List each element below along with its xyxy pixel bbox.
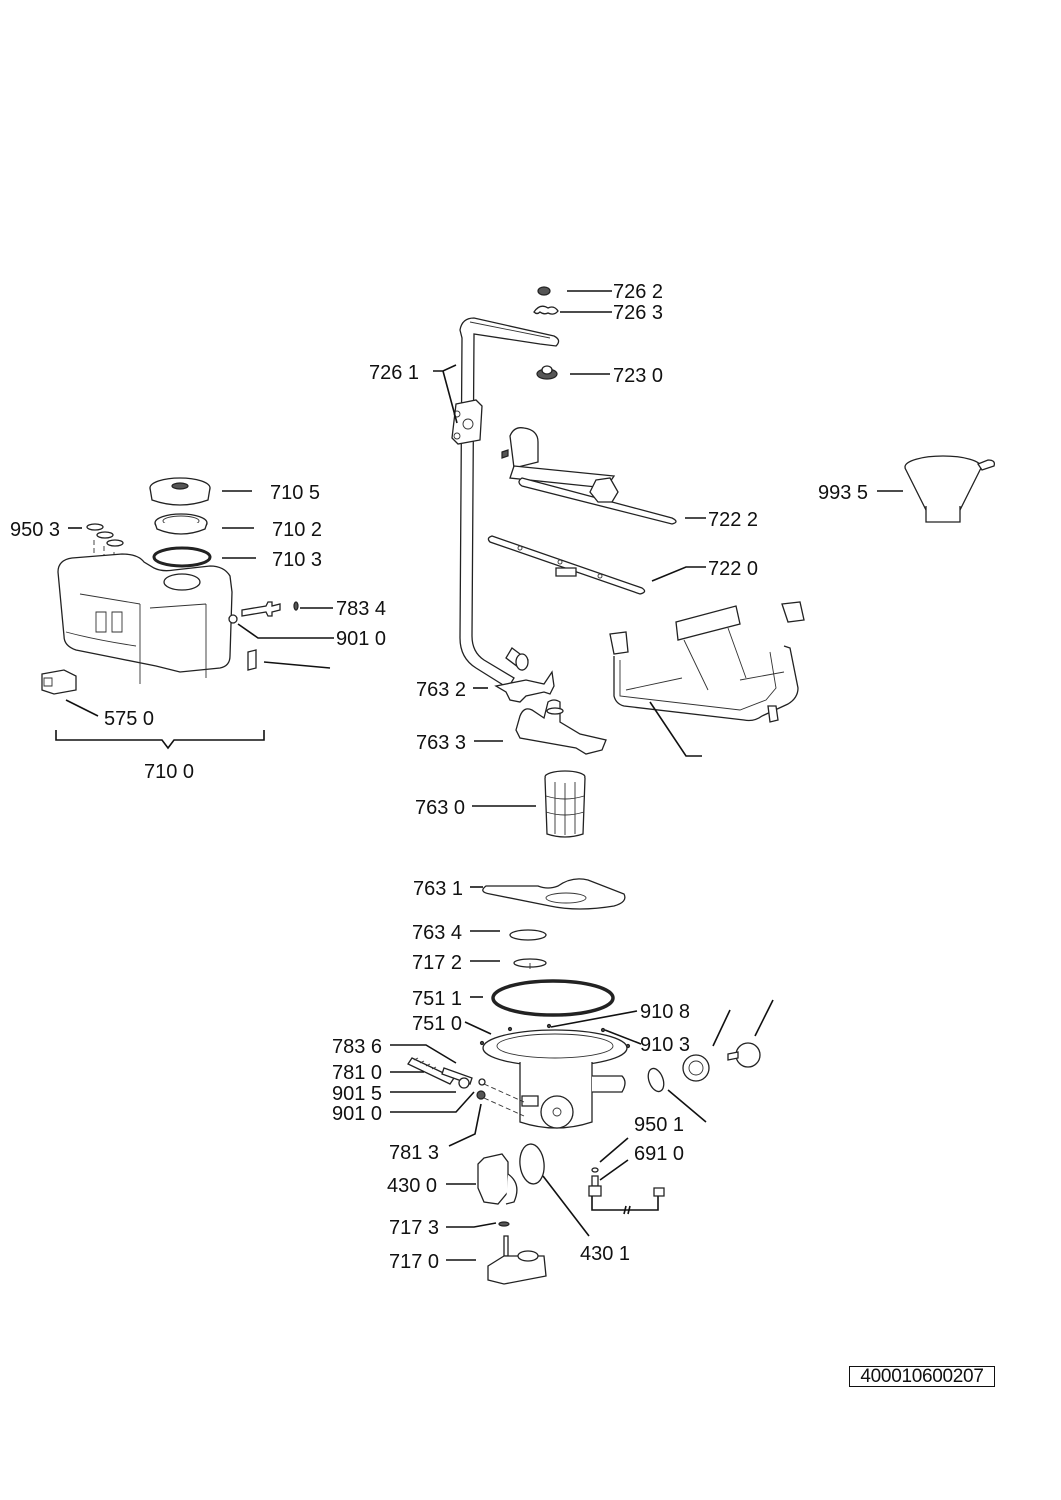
disc-717-2 xyxy=(513,958,547,969)
nut-901-0 xyxy=(228,614,238,624)
gasket-710-3 xyxy=(152,546,212,568)
callout-430-0: 430 0 xyxy=(387,1175,437,1197)
callout-710-0: 710 0 xyxy=(144,761,194,783)
callout-723-0: 723 0 xyxy=(613,365,663,387)
nut-726-2 xyxy=(537,286,551,296)
salt-container-body xyxy=(57,553,233,684)
ring-710-2 xyxy=(154,513,208,535)
drain-guide-763-3 xyxy=(515,699,607,755)
callout-430-1: 430 1 xyxy=(580,1243,630,1265)
callout-910-3: 910 3 xyxy=(640,1034,690,1056)
callout-575-0: 575 0 xyxy=(104,708,154,730)
callout-751-0: 751 0 xyxy=(412,1013,462,1035)
clip-726-3 xyxy=(533,305,559,315)
callout-710-2: 710 2 xyxy=(272,519,322,541)
callout-781-3: 781 3 xyxy=(389,1142,439,1164)
sump-751-0 xyxy=(479,1023,631,1129)
callout-783-4: 783 4 xyxy=(336,598,386,620)
seal-430-1 xyxy=(519,1143,545,1185)
callout-763-3: 763 3 xyxy=(416,732,466,754)
microfilter-763-1 xyxy=(482,878,626,910)
callout-901-0-sump: 901 0 xyxy=(332,1103,382,1125)
callout-726-2: 726 2 xyxy=(613,281,663,303)
callout-717-0: 717 0 xyxy=(389,1251,439,1273)
washer-717-3 xyxy=(498,1221,510,1227)
callout-751-1: 751 1 xyxy=(412,988,462,1010)
callout-763-4: 763 4 xyxy=(412,922,462,944)
flap-763-2 xyxy=(494,670,555,703)
upper-supply-pipe-726-1 xyxy=(451,317,560,689)
heater-parts-781-783-901 xyxy=(407,1057,525,1117)
lower-spray-arm-722-0 xyxy=(487,535,646,595)
cap-710-5 xyxy=(149,477,211,506)
funnel-993-5 xyxy=(904,455,996,523)
callout-763-2: 763 2 xyxy=(416,679,466,701)
filter-763-0 xyxy=(544,770,586,838)
sensor-691-0 xyxy=(588,1167,665,1215)
gear-723-0 xyxy=(536,365,558,380)
callout-710-5: 710 5 xyxy=(270,482,320,504)
callout-691-0: 691 0 xyxy=(634,1143,684,1165)
document-id: 400010600207 xyxy=(849,1366,995,1387)
callout-717-2: 717 2 xyxy=(412,952,462,974)
callout-950-3: 950 3 xyxy=(10,519,60,541)
callout-722-2: 722 2 xyxy=(708,509,758,531)
connector-575-0 xyxy=(41,669,77,695)
sensor-plate xyxy=(247,649,257,671)
callout-726-3: 726 3 xyxy=(613,302,663,324)
leader-lines xyxy=(55,290,903,1261)
gasket-751-1 xyxy=(491,979,615,1017)
callout-910-8: 910 8 xyxy=(640,1001,690,1023)
callout-901-5: 901 5 xyxy=(332,1083,382,1105)
motor-717-0 xyxy=(487,1235,547,1285)
callout-726-1: 726 1 xyxy=(369,362,419,384)
callout-722-0: 722 0 xyxy=(708,558,758,580)
pump-430-0 xyxy=(477,1153,518,1205)
pin-783-4 xyxy=(241,601,299,617)
callout-763-1: 763 1 xyxy=(413,878,463,900)
seal-763-4 xyxy=(509,929,547,941)
rack-rail-frame xyxy=(609,601,805,723)
callout-901-0-softener: 901 0 xyxy=(336,628,386,650)
callout-993-5: 993 5 xyxy=(818,482,868,504)
callout-labels: 726 2 726 3 726 1 723 0 710 5 993 5 722 … xyxy=(10,281,868,1273)
callout-717-3: 717 3 xyxy=(389,1217,439,1239)
callout-710-3: 710 3 xyxy=(272,549,322,571)
callout-763-0: 763 0 xyxy=(415,797,465,819)
callout-950-1: 950 1 xyxy=(634,1114,684,1136)
callout-783-6: 783 6 xyxy=(332,1036,382,1058)
callout-781-0: 781 0 xyxy=(332,1062,382,1084)
upper-spray-arm-722-2 xyxy=(501,427,677,525)
drain-seals-right xyxy=(647,1042,761,1093)
